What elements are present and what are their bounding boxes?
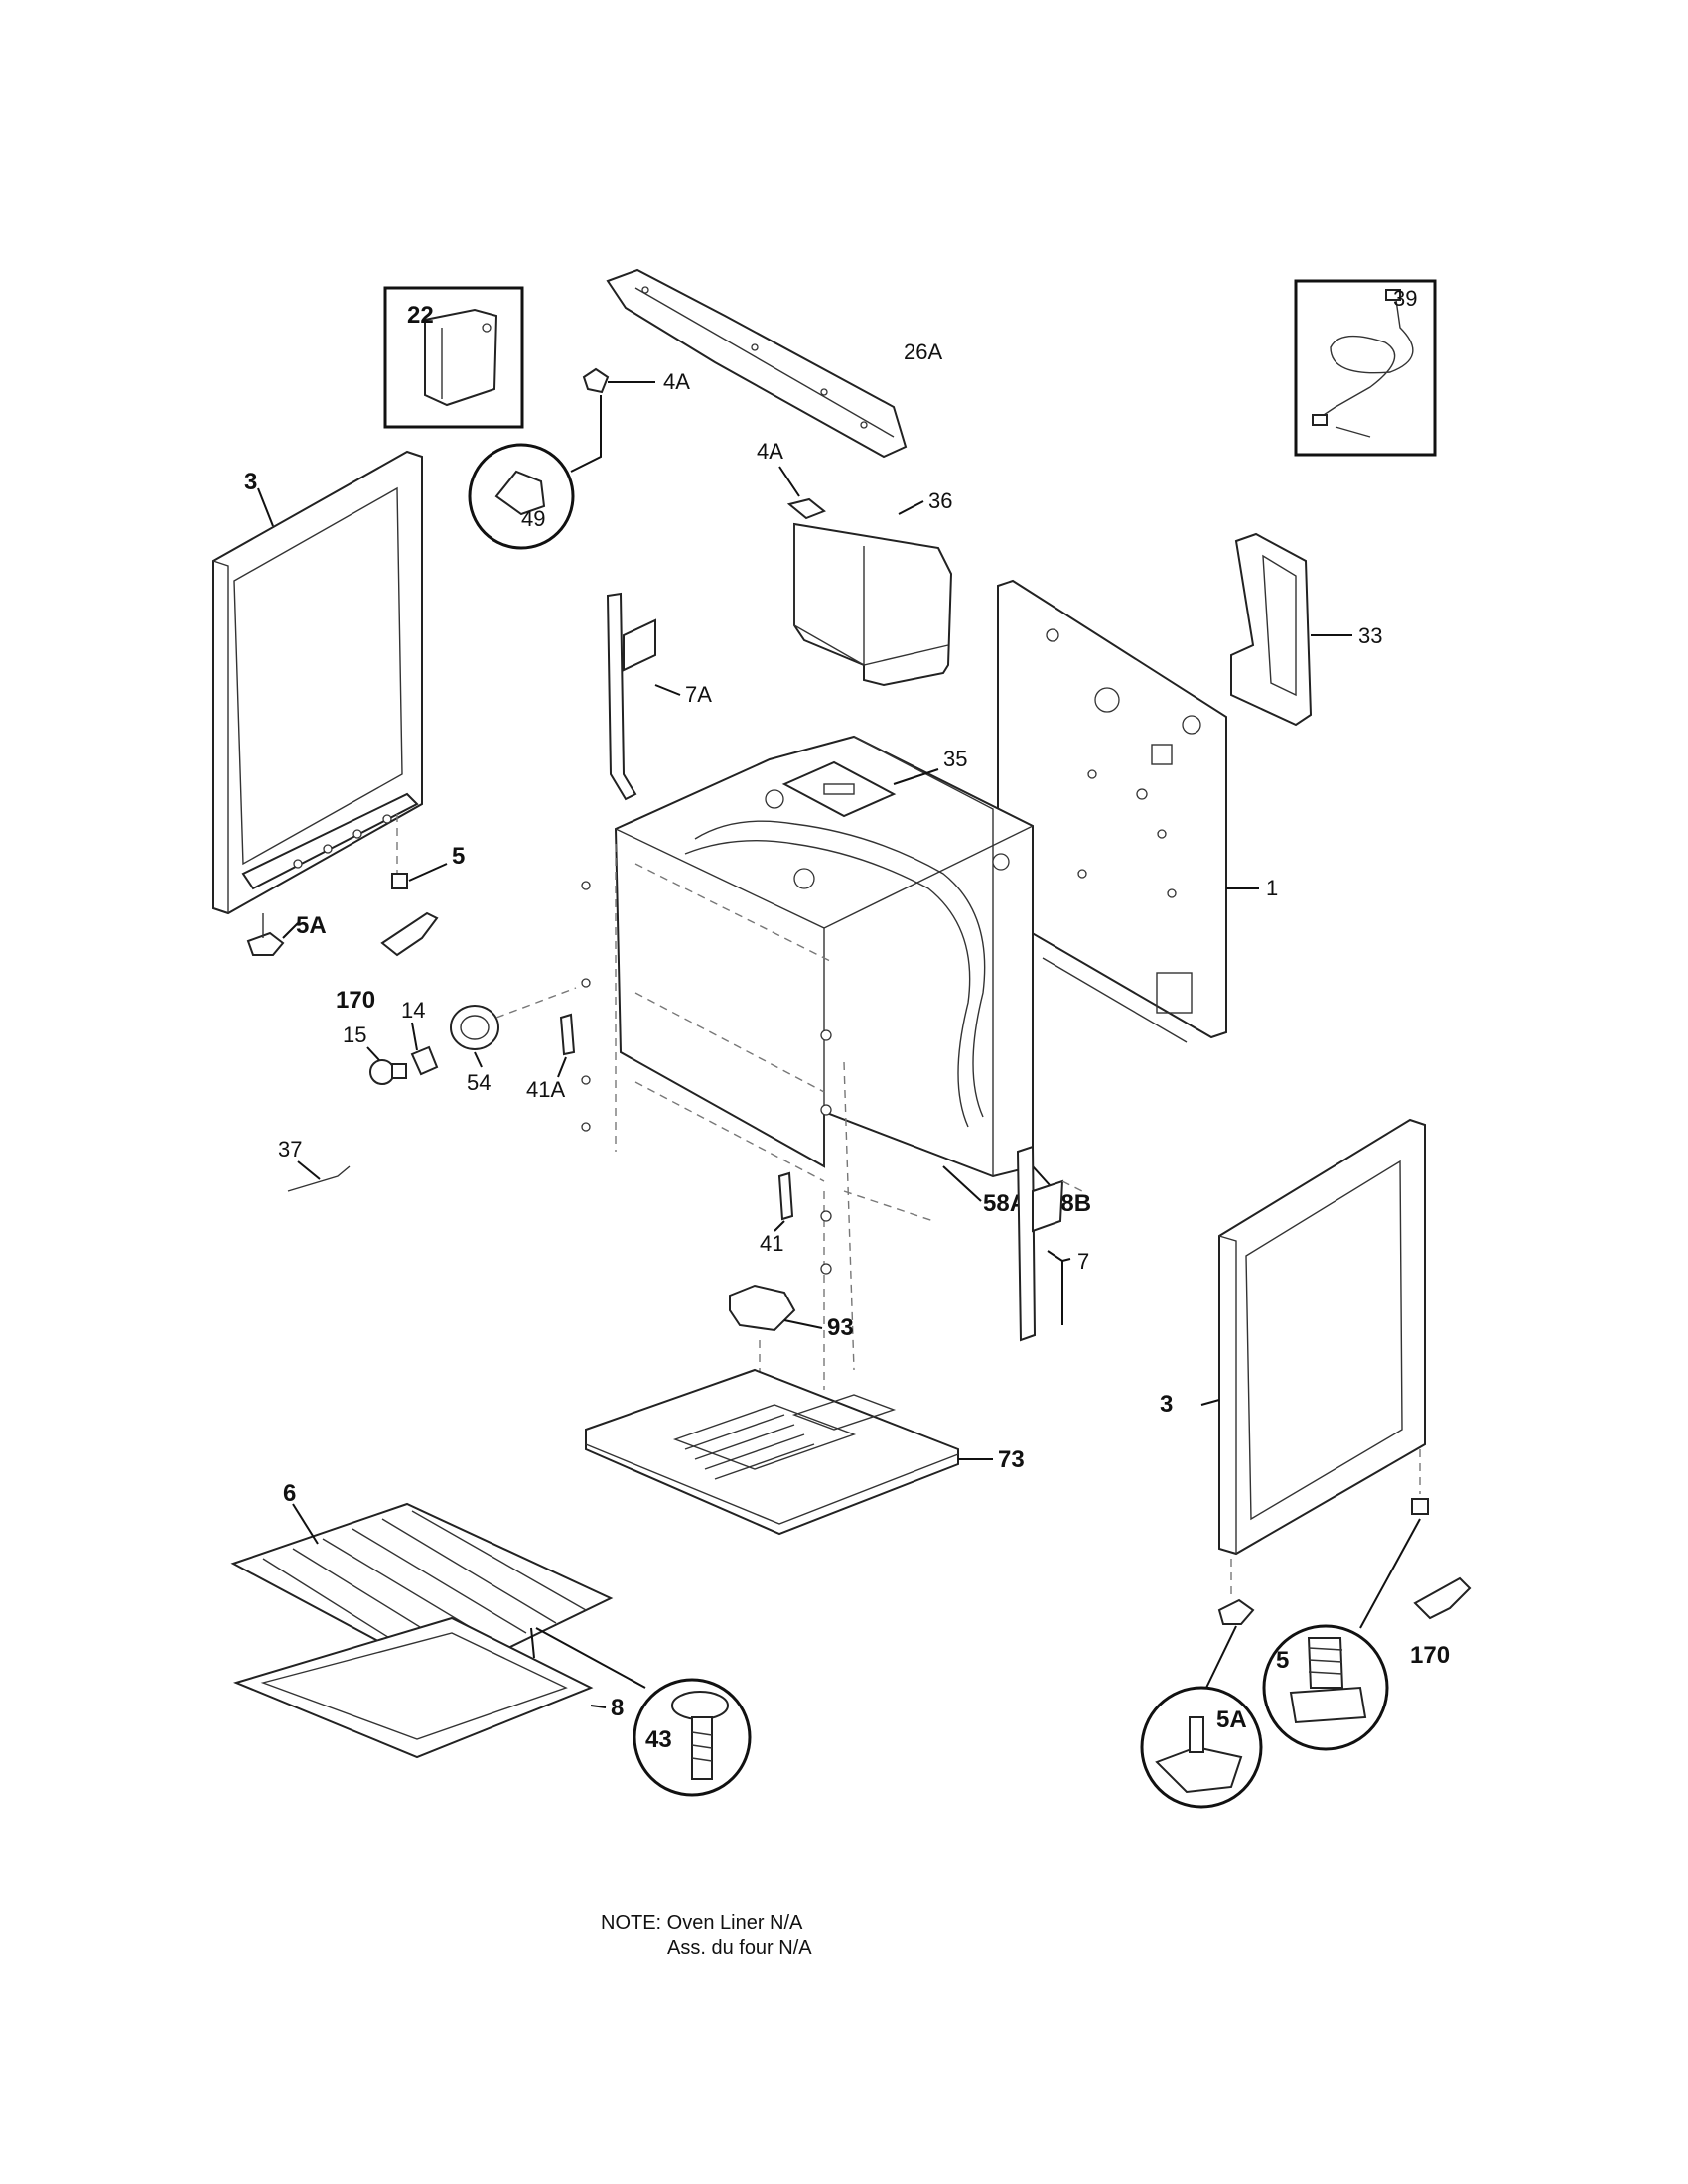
label-14: 14	[401, 998, 425, 1023]
part-41: 41	[760, 1171, 794, 1256]
label-36: 36	[928, 488, 952, 513]
label-5-circle: 5	[1276, 1647, 1289, 1674]
label-4a-mid: 4A	[757, 439, 783, 464]
label-4a-top: 4A	[663, 369, 690, 394]
part-7-support: 7	[1016, 1145, 1089, 1342]
label-93: 93	[827, 1314, 854, 1341]
label-3-right: 3	[1160, 1391, 1173, 1418]
part-14-socket: 14	[401, 998, 439, 1076]
label-15: 15	[343, 1023, 366, 1047]
label-5a-circle: 5A	[1216, 1706, 1247, 1733]
part-5a-left: 5A	[246, 912, 327, 956]
label-43: 43	[645, 1726, 672, 1753]
label-37: 37	[278, 1137, 302, 1161]
label-3-left: 3	[244, 469, 257, 495]
label-26a: 26A	[904, 340, 942, 364]
note-line-2: Ass. du four N/A	[667, 1937, 812, 1959]
part-170-left: 170	[336, 911, 439, 1014]
part-41a: 41A	[526, 1013, 576, 1102]
label-5-left: 5	[452, 843, 465, 870]
note-line-1: NOTE: Oven Liner N/A	[601, 1912, 803, 1934]
label-41: 41	[760, 1231, 783, 1256]
part-4a-top: 4A	[570, 367, 690, 473]
part-8-broil-pan: 8	[233, 1616, 624, 1759]
part-49-detail: 49	[468, 443, 575, 550]
label-8: 8	[611, 1695, 624, 1721]
part-5-circle-detail: 5	[1262, 1624, 1389, 1751]
part-5a-circle-detail: 5A	[1140, 1686, 1263, 1809]
part-54-lens: 54	[450, 987, 577, 1095]
part-6-oven-rack: 6	[230, 1480, 614, 1680]
label-170-right: 170	[1410, 1642, 1450, 1669]
label-39: 39	[1393, 286, 1417, 311]
part-22-inset: 22	[383, 286, 524, 429]
label-49: 49	[521, 506, 545, 531]
part-73-bottom-panel: 73	[585, 1368, 1025, 1536]
label-22: 22	[407, 302, 434, 329]
part-3-left-panel: 3	[212, 450, 423, 915]
part-93: 93	[729, 1284, 854, 1375]
part-39-inset: 39	[1294, 279, 1437, 457]
label-7: 7	[1077, 1249, 1089, 1274]
oven-cavity	[581, 735, 1034, 1390]
diagram-note: NOTE: Oven Liner N/A Ass. du four N/A	[601, 1911, 812, 1961]
part-5-left: 5	[391, 814, 465, 889]
label-33: 33	[1358, 623, 1382, 648]
part-26a-bracket: 26A	[606, 268, 942, 459]
part-15-bulb: 15	[343, 1023, 407, 1085]
label-6: 6	[283, 1480, 296, 1507]
part-5a-right	[1205, 1559, 1255, 1689]
part-37-wire: 37	[278, 1137, 351, 1192]
part-43-bolt-detail: 43	[530, 1627, 752, 1797]
label-35: 35	[943, 747, 967, 771]
label-5a-left: 5A	[296, 912, 327, 939]
label-54: 54	[467, 1070, 491, 1095]
part-36-duct: 36	[793, 488, 952, 687]
part-5-right	[1359, 1449, 1429, 1629]
part-33-panel: 33	[1230, 532, 1382, 727]
part-7a-support: 7A	[606, 592, 712, 801]
part-170-right: 170	[1410, 1576, 1472, 1669]
label-73: 73	[998, 1446, 1025, 1473]
part-35-bracket: 35	[781, 747, 967, 818]
label-1: 1	[1266, 876, 1278, 900]
label-170-left: 170	[336, 987, 375, 1014]
label-41a: 41A	[526, 1077, 565, 1102]
part-4a-mid: 4A	[757, 439, 826, 520]
label-7a: 7A	[685, 682, 712, 707]
part-3-right-panel: 3	[1160, 1118, 1426, 1556]
part-1-back-panel: 1	[997, 579, 1278, 1043]
